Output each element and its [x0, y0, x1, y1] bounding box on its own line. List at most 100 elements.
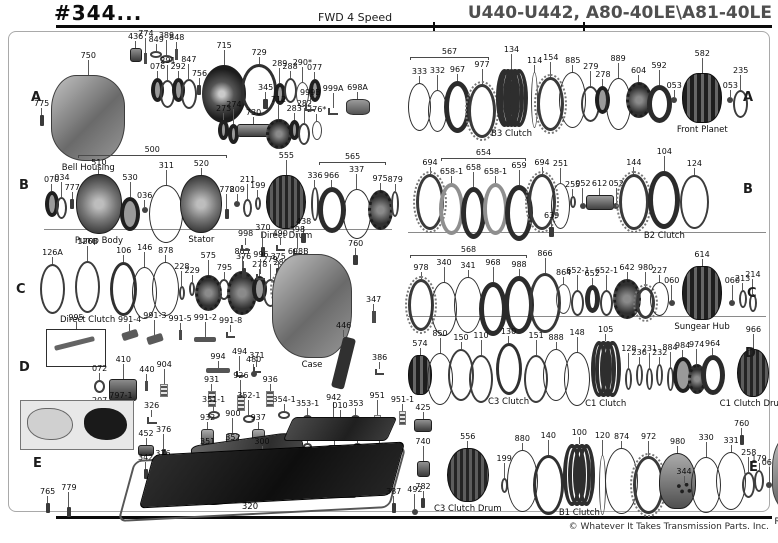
bracket-bar [410, 255, 527, 258]
part-number: 991-8 [219, 316, 243, 325]
part-652: 652 [584, 269, 600, 313]
leader-line [145, 38, 147, 53]
leader-line [534, 65, 536, 72]
part-980: 980 [659, 438, 697, 509]
oring-shape [500, 477, 508, 493]
leader-line [257, 190, 259, 197]
part-number: 889 [610, 54, 626, 63]
part-438: 438 [296, 218, 311, 243]
bolt-shape [301, 233, 307, 243]
part-number: 991-2 [193, 312, 217, 322]
leader-line [154, 320, 156, 335]
leader-line [144, 200, 146, 207]
leader-line [379, 183, 381, 190]
leader-line [419, 348, 421, 355]
oring-shape [391, 190, 400, 217]
oring-shape [656, 364, 664, 386]
leader-line [240, 380, 242, 395]
oil-pan [138, 441, 406, 509]
leader-line [394, 183, 396, 191]
leader-line [547, 440, 549, 455]
filter-photo-right [83, 407, 128, 441]
part-number: 126B [77, 237, 98, 246]
part-number: 694 [422, 158, 438, 167]
leader-line [599, 187, 601, 195]
part-number: 300 [254, 437, 270, 446]
part-number: 849 [148, 35, 164, 44]
small-shape [141, 207, 148, 213]
oring-shape [645, 368, 653, 390]
leader-line [376, 400, 378, 415]
part-number: 926 [233, 371, 249, 380]
leader-line [544, 257, 546, 273]
part-number: 213 [735, 273, 751, 283]
leader-line [165, 39, 167, 55]
part-number: 847 [181, 55, 197, 64]
part-211: 211 [240, 175, 255, 217]
friction-shape [584, 284, 600, 313]
bolt-shape [39, 114, 44, 126]
shaftgear-shape [585, 194, 614, 210]
part-number: 354-1 [272, 395, 296, 404]
bracket-bar [409, 56, 490, 60]
part-389: 389 [159, 31, 174, 63]
leader-line [701, 58, 703, 73]
part-128: 128 [621, 345, 637, 390]
part-number: 805 [234, 247, 250, 256]
part-490: 490 [273, 230, 288, 251]
part-376: 376 [236, 253, 251, 278]
ring-shape [469, 355, 493, 403]
bolt-shape [263, 99, 269, 109]
row-letter-B: B [743, 182, 753, 197]
stator-shape [180, 175, 223, 233]
part-number: 345 [258, 83, 274, 92]
part-179: 179 [751, 455, 767, 492]
leader-line [223, 50, 225, 65]
part-number: 232 [652, 348, 668, 357]
friction-shape [648, 171, 681, 229]
part-number: 034 [54, 172, 70, 182]
bracket-386: 386 [372, 354, 387, 375]
friction-shape [700, 355, 725, 395]
leader-line [467, 270, 469, 277]
pack-shape [563, 444, 596, 506]
pin-shape [144, 53, 148, 64]
leader-line [61, 181, 63, 197]
leader-line [577, 274, 579, 290]
part-number: 146 [137, 243, 153, 252]
part-436: 436 [128, 32, 143, 62]
leader-line [357, 92, 359, 99]
ring-shape [56, 196, 68, 219]
leader-line [758, 463, 760, 470]
part-999A: 999A [323, 84, 344, 115]
leader-line [332, 92, 334, 108]
leader-line [673, 90, 675, 97]
part-number: 658-1 [483, 166, 508, 176]
part-849: 849 [149, 36, 164, 58]
leader-line [638, 357, 640, 364]
part-number: 326 [144, 401, 160, 410]
component-caption: Bell Housing [61, 163, 115, 173]
part-number: 760 [348, 239, 364, 248]
bolt-shape [260, 247, 265, 257]
part-number: 255 [565, 180, 581, 189]
part-number: 530 [122, 173, 138, 182]
part-number: 967 [449, 64, 466, 74]
leader-line [503, 462, 505, 478]
part-number: 410 [115, 355, 131, 364]
pack-shape [495, 69, 528, 127]
valve-body: 320 [190, 430, 310, 512]
part-number: 866 [537, 248, 553, 258]
leader-line [236, 193, 238, 201]
leader-line [41, 107, 43, 115]
box-shape [46, 329, 106, 367]
spring-shape [207, 391, 216, 407]
part-036: 036 [137, 192, 152, 213]
part-932: 932 [200, 414, 215, 446]
part-number: 494 [232, 347, 248, 356]
